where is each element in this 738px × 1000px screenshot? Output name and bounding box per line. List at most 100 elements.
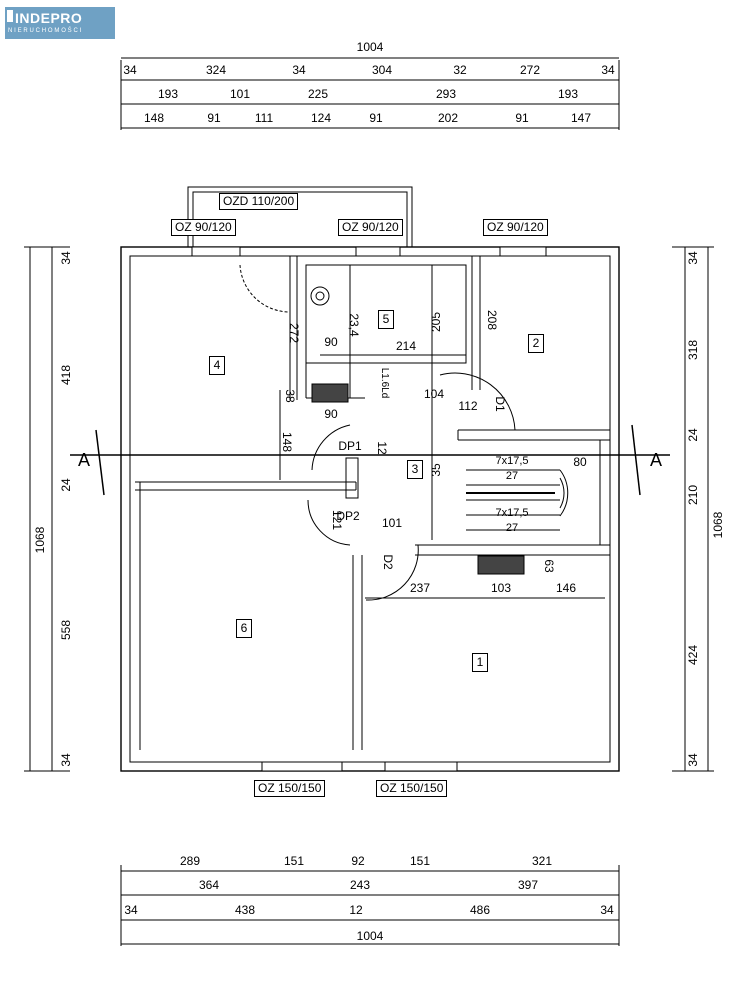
logo-brand: INDEPRO (15, 10, 83, 26)
top-dims-row2: 193 101 225 293 193 (158, 87, 578, 101)
dim-text: 289 (180, 854, 200, 868)
dim-text: 193 (158, 87, 178, 101)
dim-text: 91 (369, 111, 383, 125)
dim-text: 148 (144, 111, 164, 125)
bottom-dims-row2: 364 243 397 (199, 878, 538, 892)
dim-text: 34 (601, 63, 615, 77)
dim-text: 205 (429, 312, 443, 332)
dim-text: 147 (571, 111, 591, 125)
dim-text: 34 (686, 753, 700, 767)
bottom-dims-row1: 289 151 92 151 321 (180, 854, 552, 868)
dim-text: 237 (410, 581, 430, 595)
dim-text: 34 (59, 251, 73, 265)
dim-text: 34 (600, 903, 614, 917)
door-label: L1.6Ld (379, 368, 390, 399)
dim-text: 151 (410, 854, 430, 868)
dim-text: 124 (311, 111, 331, 125)
section-mark-left: A (78, 450, 90, 470)
dim-text: 121 (330, 510, 344, 530)
dim-text: 32 (453, 63, 467, 77)
stairs-label: 7x17,5 (495, 455, 528, 467)
dim-text: 112 (458, 399, 477, 413)
dim-text: 438 (235, 903, 255, 917)
dim-text: 34 (124, 903, 138, 917)
left-dims: 34 418 24 1068 558 34 (33, 251, 73, 767)
window-label-room2: OZ 90/120 (483, 219, 548, 236)
door-labels: DP1 DP2 D1 D2 L1.6Ld (336, 368, 507, 570)
dim-text: 272 (520, 63, 540, 77)
dim-text: 214 (396, 339, 416, 353)
window-label-room4: OZ 90/120 (171, 219, 236, 236)
balcony-door-label: OZD 110/200 (219, 193, 299, 210)
dim-text: 63 (542, 559, 556, 573)
dim-text: 272 (287, 323, 301, 343)
door-label: DP2 (336, 509, 360, 523)
room-number-4: 4 (209, 356, 225, 375)
dim-text: 418 (59, 365, 73, 385)
stairs-label: 27 (506, 470, 518, 482)
logo-subtitle: NIERUCHOMOŚCI (8, 28, 84, 34)
dim-text: 34 (686, 251, 700, 265)
dim-text: 24 (686, 428, 700, 442)
dim-text: 35 (429, 463, 443, 477)
room-number-5: 5 (378, 310, 394, 329)
dim-text: 24 (59, 478, 73, 492)
bottom-dims-row3: 34 438 12 486 34 (124, 903, 614, 917)
top-dims-row1: 34 324 34 304 32 272 34 (123, 63, 615, 77)
dim-text: 151 (284, 854, 304, 868)
dim-text: 293 (436, 87, 456, 101)
dim-text: 321 (532, 854, 552, 868)
dim-text: 104 (424, 387, 444, 401)
dim-text: 225 (308, 87, 328, 101)
interior-dims: 272 23,4 205 208 90 214 38 90 104 112 14… (280, 310, 587, 595)
door-label: D1 (493, 396, 507, 412)
dim-text: 12 (349, 903, 363, 917)
dim-text: 208 (485, 310, 499, 330)
dim-text: 80 (573, 455, 587, 469)
dim-text: 34 (59, 753, 73, 767)
dim-text: 90 (324, 335, 338, 349)
dim-text: 101 (230, 87, 250, 101)
logo-house-icon (7, 10, 13, 22)
window-label-room6: OZ 150/150 (254, 780, 326, 797)
section-mark-right: A (650, 450, 662, 470)
room-number-2: 2 (528, 334, 544, 353)
dim-text: 318 (686, 340, 700, 360)
dim-text: 38 (283, 389, 297, 403)
indepro-logo: INDEPRO NIERUCHOMOŚCI (5, 7, 115, 39)
dim-text: 397 (518, 878, 538, 892)
dim-text: 101 (382, 516, 402, 530)
dim-text: 111 (255, 111, 274, 125)
dim-text: 1068 (711, 511, 725, 538)
room-number-1: 1 (472, 653, 488, 672)
door-label: D2 (381, 554, 395, 570)
dim-text: 486 (470, 903, 490, 917)
window-label-room5: OZ 90/120 (338, 219, 403, 236)
dim-text: 424 (686, 645, 700, 665)
dim-text: 34 (292, 63, 306, 77)
room-number-6: 6 (236, 619, 252, 638)
dim-text: 23,4 (347, 313, 361, 337)
top-dims-row3: 148 91 111 124 91 202 91 147 (144, 111, 591, 125)
dim-text: 193 (558, 87, 578, 101)
dim-text: 91 (515, 111, 529, 125)
right-dims: 34 318 24 210 1068 424 34 (686, 251, 725, 767)
dim-text: 103 (491, 581, 511, 595)
dim-text: 364 (199, 878, 219, 892)
dim-text: 324 (206, 63, 226, 77)
bottom-total-dim: 1004 (357, 929, 384, 943)
window-label-room1: OZ 150/150 (376, 780, 448, 797)
stairs-label: 27 (506, 522, 518, 534)
dim-text: 304 (372, 63, 392, 77)
dim-text: 92 (351, 854, 365, 868)
dim-text: 12 (375, 441, 389, 455)
dim-text: 90 (324, 407, 338, 421)
dim-text: 243 (350, 878, 370, 892)
dim-text: 1068 (33, 526, 47, 553)
dim-text: 91 (207, 111, 221, 125)
dim-text: 148 (280, 432, 294, 452)
dim-text: 34 (123, 63, 137, 77)
room-number-3: 3 (407, 460, 423, 479)
dim-text: 146 (556, 581, 576, 595)
